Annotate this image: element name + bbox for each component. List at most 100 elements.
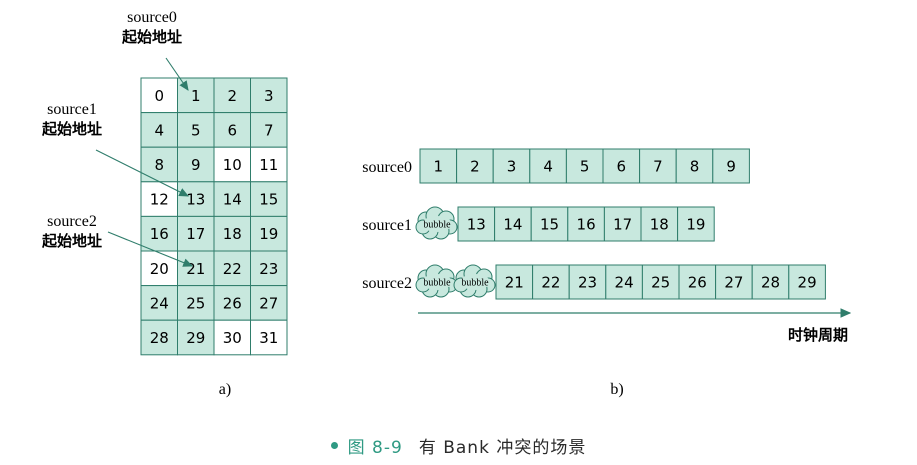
- bank-cell: 20: [140, 250, 178, 287]
- bank-cell: 31: [250, 319, 288, 356]
- bank-cell-value: 17: [186, 225, 205, 243]
- bank-cell-value: 2: [227, 87, 237, 105]
- bank-cell-box: [250, 250, 288, 287]
- timeline-cell-value: 4: [543, 158, 553, 176]
- timeline-cell-value: 22: [541, 274, 560, 292]
- bank-cell-value: 15: [259, 191, 278, 209]
- timeline-cell: 28: [751, 264, 790, 300]
- bank-cell-box: [213, 285, 251, 321]
- bank-cell-box: [177, 285, 215, 321]
- bank-cell-value: 30: [223, 329, 242, 347]
- timeline-cell: 26: [678, 264, 717, 300]
- bank-cell: 17: [177, 215, 215, 252]
- bank-cell: 13: [177, 181, 215, 217]
- bank-cell-value: 5: [191, 121, 201, 139]
- timeline-cell-value: 21: [505, 274, 524, 292]
- bank-cell-value: 29: [186, 329, 205, 347]
- timeline-cell-value: 3: [507, 158, 517, 176]
- bank-cell: 19: [250, 215, 288, 252]
- timeline-cell-box: [639, 148, 677, 184]
- clock-axis: 时钟周期: [418, 308, 852, 344]
- bank-cell: 29: [177, 319, 215, 356]
- timeline-cell-box: [602, 148, 641, 184]
- bank-cell: 6: [213, 112, 251, 148]
- timeline-cell: 9: [712, 148, 750, 184]
- bank-cell-value: 24: [150, 294, 169, 312]
- annotation-arrow: [95, 149, 189, 197]
- annotation-arrow: [107, 231, 194, 267]
- timeline-cell: 8: [675, 148, 714, 184]
- bank-cell-value: 0: [154, 87, 164, 105]
- timeline-cell-value: 16: [577, 216, 596, 234]
- bank-cell-box: [213, 250, 251, 287]
- timeline-cell-box: [641, 264, 680, 300]
- bank-cell: 10: [213, 146, 251, 183]
- timeline-cell-value: 18: [650, 216, 669, 234]
- timeline-cell-value: 28: [761, 274, 780, 292]
- panel-a-sublabel: a): [219, 381, 231, 398]
- bank-cell-value: 4: [154, 121, 164, 139]
- timeline-cell-box: [492, 148, 531, 184]
- timeline-cell: 23: [568, 264, 607, 300]
- annotation-start-address-label: 起始地址: [41, 232, 102, 250]
- bank-cell-box: [250, 285, 288, 321]
- bank-cell-box: [213, 215, 251, 252]
- bank-cell: 5: [177, 112, 215, 148]
- timeline-cell-box: [677, 206, 715, 242]
- bank-cell: 22: [213, 250, 251, 287]
- bank-cell-value: 13: [186, 191, 205, 209]
- timeline-cell-value: 29: [798, 274, 817, 292]
- timeline-cell: 18: [640, 206, 679, 242]
- timeline-cell-value: 8: [690, 158, 700, 176]
- bank-cell-value: 8: [154, 156, 164, 174]
- bank-cell: 7: [250, 112, 288, 148]
- bank-cell-value: 11: [259, 156, 278, 174]
- timeline-cell-box: [712, 148, 750, 184]
- timeline-cell-value: 13: [467, 216, 486, 234]
- timeline-row-label: source0: [362, 159, 412, 176]
- timeline-cell-value: 14: [503, 216, 522, 234]
- bank-cell: 9: [177, 146, 215, 183]
- timeline-cell-box: [419, 148, 458, 184]
- bubble-icon: bubble: [453, 264, 496, 298]
- timeline-cell: 19: [677, 206, 715, 242]
- timeline-cell: 4: [529, 148, 567, 184]
- timeline-cell-value: 5: [580, 158, 590, 176]
- bank-cell-value: 9: [191, 156, 201, 174]
- bank-cell-box: [140, 77, 178, 114]
- bank-cell-value: 3: [264, 87, 274, 105]
- bank-cell-box: [140, 319, 178, 356]
- annotation-start-address-label: 起始地址: [41, 120, 102, 138]
- bank-cell-box: [213, 181, 251, 217]
- bank-cell: 11: [250, 146, 288, 183]
- timeline-cell-value: 6: [617, 158, 627, 176]
- bank-cell: 28: [140, 319, 178, 356]
- bank-cell-box: [250, 181, 288, 217]
- timeline-cell-box: [495, 264, 534, 300]
- bank-cell: 21: [177, 250, 215, 287]
- timeline-cell: 5: [565, 148, 604, 184]
- timeline-cell-value: 24: [615, 274, 634, 292]
- timeline-cell: 22: [532, 264, 570, 300]
- bank-cell-value: 21: [186, 260, 205, 278]
- timeline-cell-box: [532, 264, 570, 300]
- timeline-cell: 16: [567, 206, 605, 242]
- bank-cell-box: [213, 146, 251, 183]
- bank-cell-value: 22: [223, 260, 242, 278]
- annotation-arrow: [165, 57, 189, 91]
- bank-cell-value: 6: [227, 121, 237, 139]
- timeline-cell: 3: [492, 148, 531, 184]
- timeline-cell-box: [678, 264, 717, 300]
- bank-cell: 27: [250, 285, 288, 321]
- timeline-cell-value: 25: [651, 274, 670, 292]
